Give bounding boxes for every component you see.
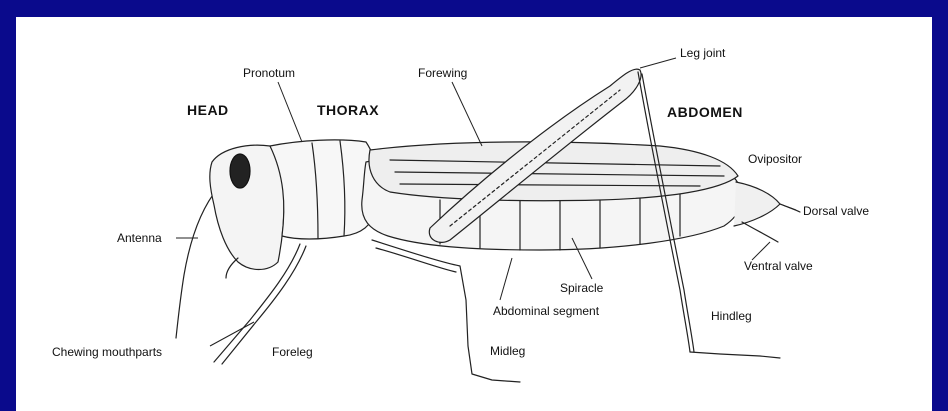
antenna-shape xyxy=(176,188,218,338)
label-ventral-valve: Ventral valve xyxy=(744,259,813,273)
region-head: HEAD xyxy=(187,102,229,118)
label-ovipositor: Ovipositor xyxy=(748,152,802,166)
label-pronotum: Pronotum xyxy=(243,66,295,80)
label-forewing: Forewing xyxy=(418,66,467,80)
label-hindleg: Hindleg xyxy=(711,309,752,323)
label-foreleg: Foreleg xyxy=(272,345,313,359)
label-chewing-mouthparts: Chewing mouthparts xyxy=(52,345,162,359)
region-abdomen: ABDOMEN xyxy=(667,104,743,120)
compound-eye xyxy=(230,154,250,188)
label-midleg: Midleg xyxy=(490,344,525,358)
label-spiracle: Spiracle xyxy=(560,281,603,295)
pronotum-shape xyxy=(270,140,379,239)
ovipositor-shape xyxy=(734,182,780,226)
region-thorax: THORAX xyxy=(317,102,379,118)
label-antenna: Antenna xyxy=(117,231,162,245)
label-dorsal-valve: Dorsal valve xyxy=(803,204,869,218)
label-abdominal-segment: Abdominal segment xyxy=(493,304,599,318)
label-leg-joint: Leg joint xyxy=(680,46,725,60)
